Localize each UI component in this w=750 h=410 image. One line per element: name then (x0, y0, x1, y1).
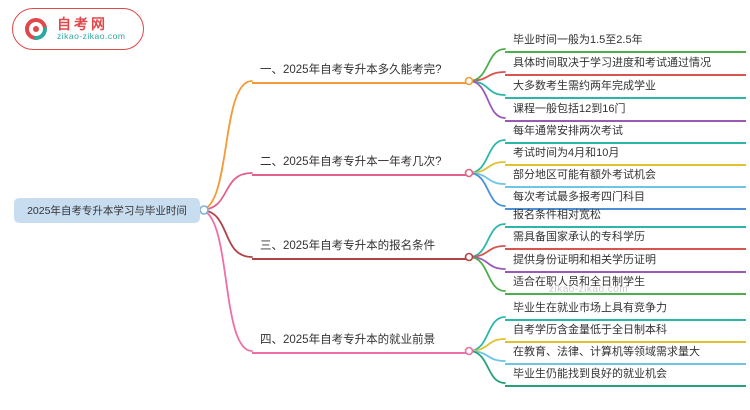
logo-site-url: zikao-zikao.com (57, 31, 126, 42)
branch-3-collapse-dot[interactable] (464, 252, 474, 262)
leaf-node-4-2[interactable]: 自考学历含金量低于全日制本科 (505, 319, 746, 343)
leaf-node-4-3[interactable]: 在教育、法律、计算机等领域需求量大 (505, 341, 746, 365)
leaf-node-3-4[interactable]: 适合在职人员和全日制学生 (505, 271, 746, 295)
branch-1-collapse-dot[interactable] (464, 76, 474, 86)
site-logo[interactable]: 自考网 zikao-zikao.com (12, 8, 144, 50)
connector-root-branch-3 (199, 209, 253, 258)
connector-root-branch-4 (199, 209, 253, 352)
branch-node-1[interactable]: 一、2025年自考专升本多久能考完? (252, 58, 466, 84)
connector-branch4-leaf4 (468, 350, 506, 384)
branch-4-collapse-dot[interactable] (464, 346, 474, 356)
watermark: zikao-zikao.com (549, 284, 629, 295)
leaf-node-3-2[interactable]: 需具备国家承认的专科学历 (505, 226, 746, 250)
leaf-node-1-1[interactable]: 毕业时间一般为1.5至2.5年 (505, 29, 746, 53)
leaf-node-3-3[interactable]: 提供身份证明和相关学历证明 (505, 249, 746, 273)
leaf-node-2-1[interactable]: 每年通常安排两次考试 (505, 120, 746, 144)
leaf-node-2-2[interactable]: 考试时间为4月和10月 (505, 142, 746, 166)
logo-site-name: 自考网 (57, 16, 108, 33)
leaf-node-2-3[interactable]: 部分地区可能有额外考试机会 (505, 164, 746, 188)
leaf-node-1-3[interactable]: 大多数考生需约两年完成学业 (505, 75, 746, 99)
connector-branch1-leaf3 (468, 80, 506, 96)
connector-root-branch-1 (199, 80, 253, 211)
logo-icon (25, 18, 47, 40)
leaf-node-2-4[interactable]: 每次考试最多报考四门科目 (505, 186, 746, 210)
root-collapse-dot[interactable] (199, 205, 209, 215)
leaf-node-1-4[interactable]: 课程一般包括12到16门 (505, 98, 746, 122)
branch-node-3[interactable]: 三、2025年自考专升本的报名条件 (252, 234, 466, 260)
leaf-node-4-4[interactable]: 毕业生仍能找到良好的就业机会 (505, 363, 746, 387)
leaf-node-1-2[interactable]: 具体时间取决于学习进度和考试通过情况 (505, 52, 746, 76)
leaf-node-4-1[interactable]: 毕业生在就业市场上具有竞争力 (505, 297, 746, 321)
root-node[interactable]: 2025年自考专升本学习与毕业时间 (14, 198, 200, 223)
logo-text: 自考网 zikao-zikao.com (57, 16, 125, 42)
connector-root-branch-2 (199, 172, 253, 211)
connector-branch1-leaf4 (468, 80, 506, 119)
branch-node-4[interactable]: 四、2025年自考专升本的就业前景 (252, 328, 466, 354)
branch-node-2[interactable]: 二、2025年自考专升本一年考几次? (252, 150, 466, 176)
connector-branch2-leaf4 (468, 172, 506, 207)
branch-2-collapse-dot[interactable] (464, 168, 474, 178)
leaf-node-3-1[interactable]: 报名条件相对宽松 (505, 204, 746, 228)
connector-branch3-leaf4 (468, 256, 506, 292)
